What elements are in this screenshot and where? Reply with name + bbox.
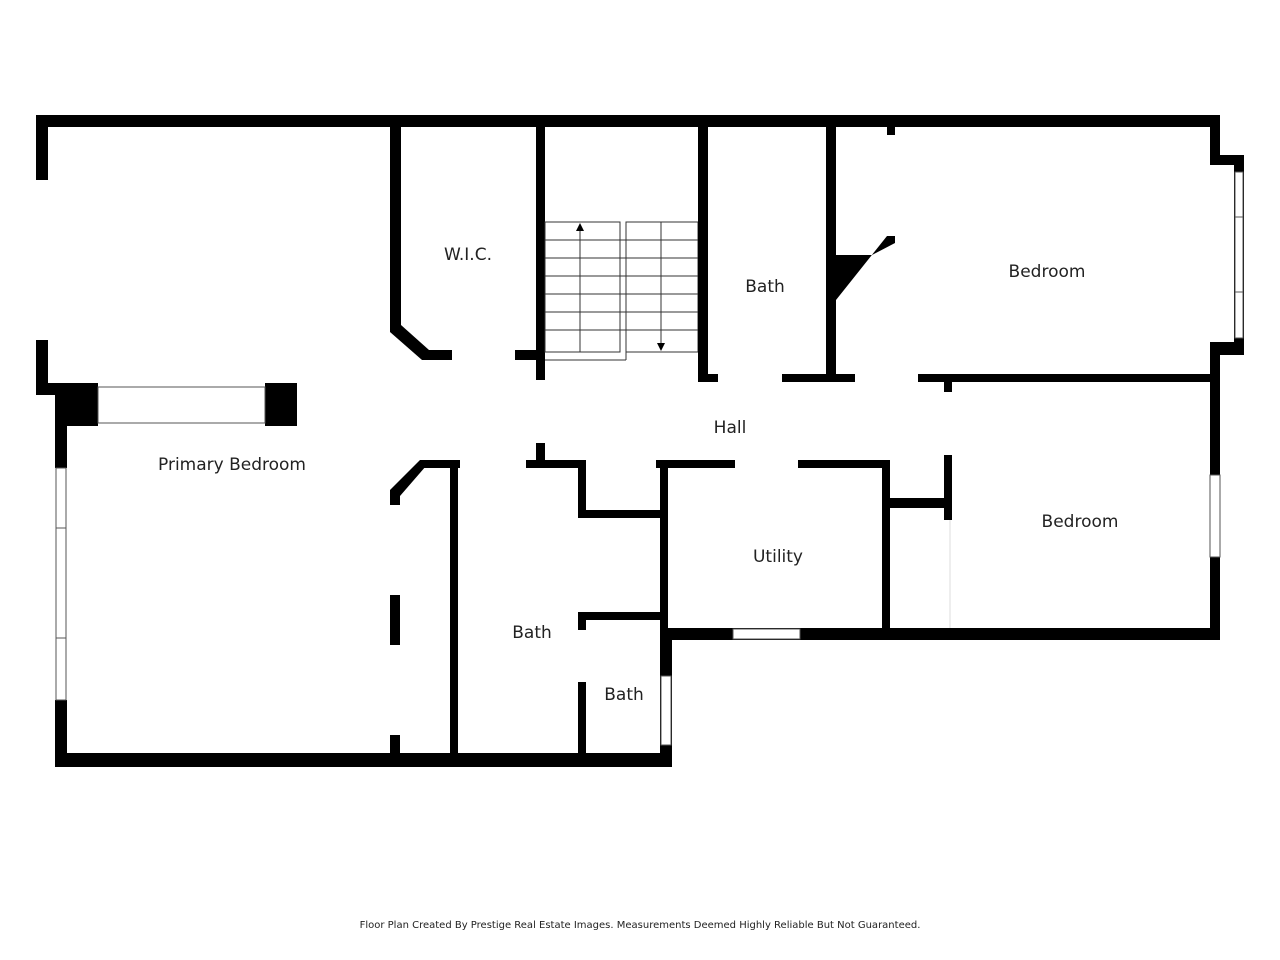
fireplace-block-right <box>265 383 297 426</box>
window-bay-1 <box>1234 171 1244 218</box>
wall-closet-top <box>420 460 460 468</box>
wall-closet-stub-top <box>887 127 895 135</box>
label-hall: Hall <box>714 418 747 438</box>
wall-primary-left-lower <box>55 700 67 767</box>
wall-top <box>36 115 1220 127</box>
wall-right-upper <box>1210 115 1220 165</box>
wall-linen-left <box>578 460 586 518</box>
stair-up-arrow-icon <box>576 223 584 231</box>
window-utility <box>732 628 801 640</box>
wall-bath-small-left-a <box>578 612 586 630</box>
wall-closet-shelf <box>888 498 950 508</box>
wall-bath-divider <box>578 612 660 620</box>
room-labels: Primary Bedroom W.I.C. Bath Bedroom Hall… <box>158 245 1118 705</box>
wall-bath-upper-bottom-a <box>698 374 718 382</box>
wall-hall-bottom-c <box>798 460 890 468</box>
wall-bottom-right <box>665 628 1220 640</box>
wall-closet-front-a <box>390 490 400 505</box>
wall-hall-bottom-b <box>656 460 735 468</box>
window-bay-3 <box>1234 291 1244 339</box>
wall-stair-left-lower <box>536 443 545 465</box>
window-bath-small <box>660 675 672 746</box>
stair-down-arrow-icon <box>657 343 665 351</box>
window-primary-3 <box>55 637 67 701</box>
wall-left-mid <box>36 340 48 395</box>
label-utility: Utility <box>753 547 803 567</box>
walls <box>36 115 1244 767</box>
wall-bedroom-bottom <box>918 374 1220 382</box>
wall-wic-bottom-b <box>515 350 545 360</box>
label-bath-lower: Bath <box>512 623 552 643</box>
wall-left-upper <box>36 115 48 180</box>
window-primary-1 <box>55 467 67 529</box>
wall-closet-front-b <box>390 595 400 645</box>
wall-bath-upper-right <box>826 127 836 382</box>
wall-stair-left <box>536 127 545 380</box>
label-bath-upper: Bath <box>745 277 785 297</box>
wall-bedroom-divider-b <box>944 455 952 520</box>
label-bedroom-top-right: Bedroom <box>1009 262 1086 282</box>
wall-bath-lower-left <box>450 460 458 755</box>
closet-corner-fill <box>836 236 895 300</box>
label-bedroom-right: Bedroom <box>1042 512 1119 532</box>
label-primary-bedroom: Primary Bedroom <box>158 455 306 475</box>
wall-bottom-left <box>55 753 672 767</box>
wall-bath-small-left-b <box>578 682 586 755</box>
wall-utility-left <box>660 460 668 640</box>
wall-hall-bottom-a <box>526 460 586 468</box>
window-bay-2 <box>1234 216 1244 293</box>
wall-closet-front-c <box>390 735 400 755</box>
wall-wic-left <box>390 127 401 325</box>
window-bedroom-right <box>1209 474 1221 558</box>
wall-bedroom-divider-a <box>944 378 952 392</box>
wall-bath-upper-bottom-b <box>782 374 855 382</box>
wall-wic-diagonal <box>390 325 429 360</box>
wall-bay-top <box>1210 155 1244 165</box>
wall-wic-bottom-a <box>422 350 452 360</box>
window-primary-2 <box>55 527 67 639</box>
label-bath-small: Bath <box>604 685 644 705</box>
wall-closet-left <box>882 460 890 630</box>
fireplace-hearth <box>97 386 266 424</box>
label-wic: W.I.C. <box>444 245 492 265</box>
staircase <box>544 221 699 361</box>
wall-primary-left <box>55 383 67 468</box>
wall-bath-upper-left <box>698 127 708 382</box>
wall-closet-diagonal <box>390 460 426 496</box>
footer-disclaimer: Floor Plan Created By Prestige Real Esta… <box>359 920 921 931</box>
wall-linen-bottom <box>578 510 660 518</box>
